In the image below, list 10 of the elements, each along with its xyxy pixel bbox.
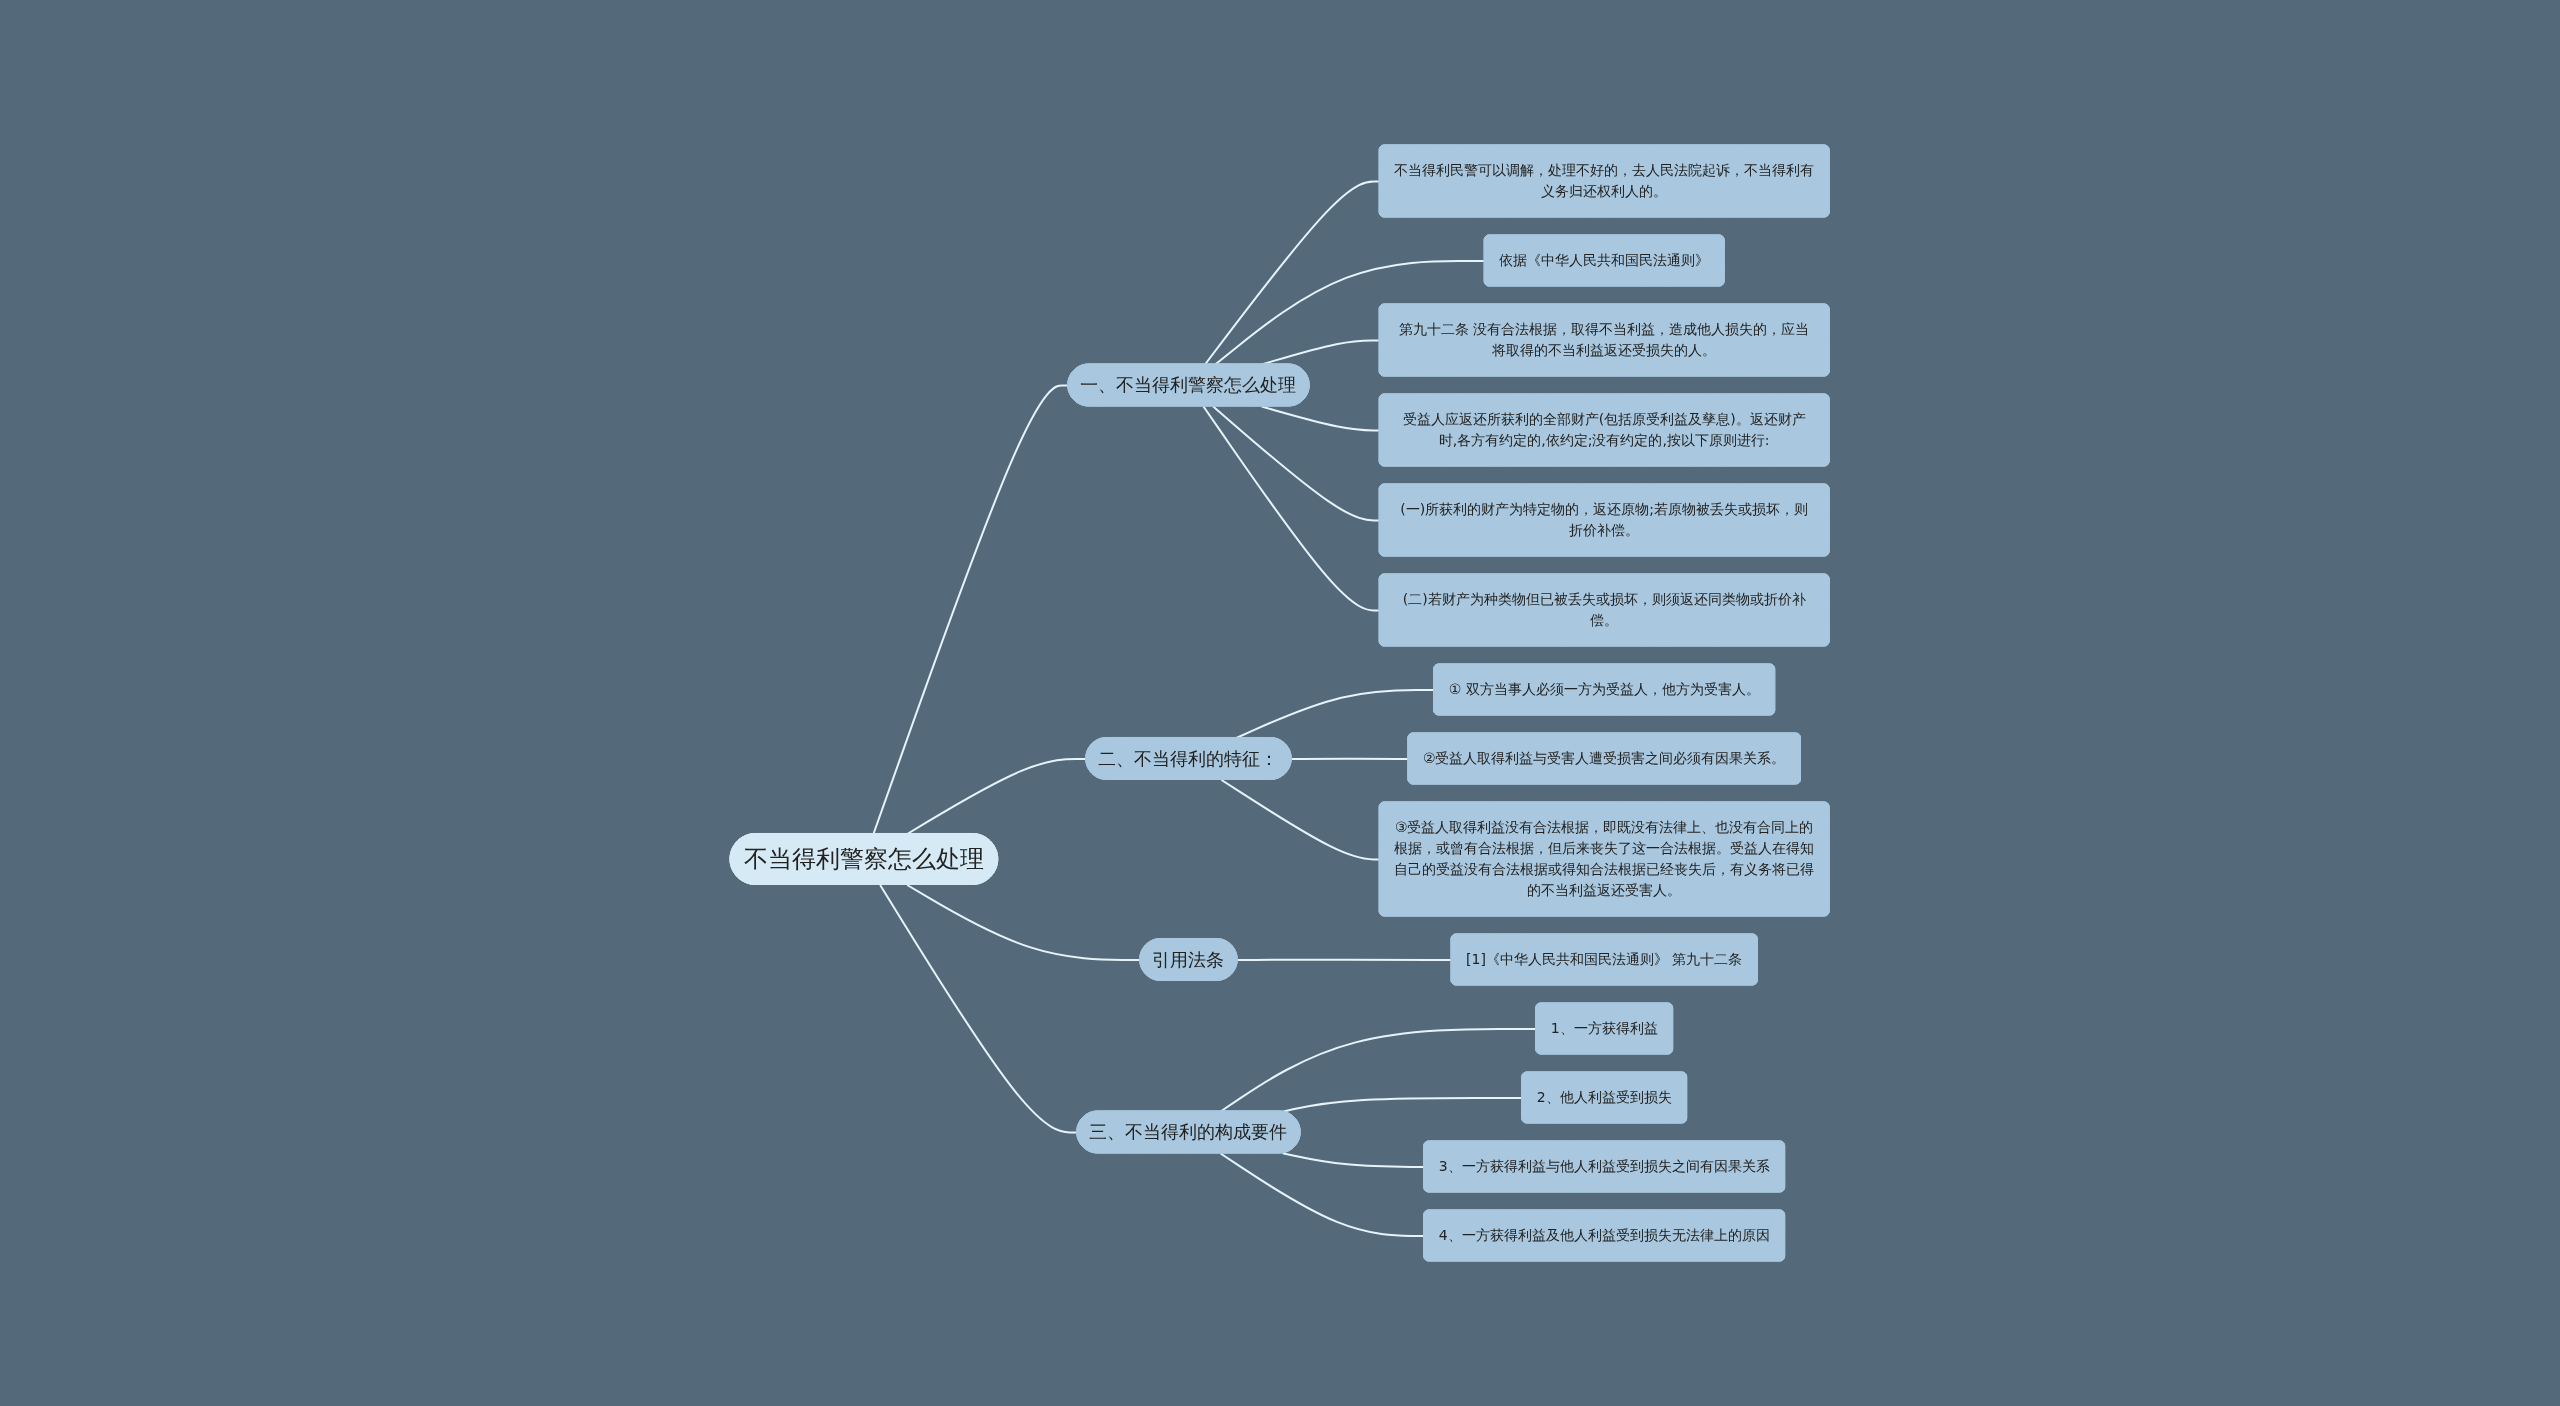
connector [906,757,1088,835]
connector [1237,958,1453,961]
connector [1219,1152,1426,1237]
connector [906,884,1142,961]
connector [1282,1152,1426,1168]
connector [1291,757,1410,760]
connector [879,884,1079,1134]
connector [1235,688,1436,739]
connector [1219,1027,1538,1113]
connector [872,384,1070,835]
